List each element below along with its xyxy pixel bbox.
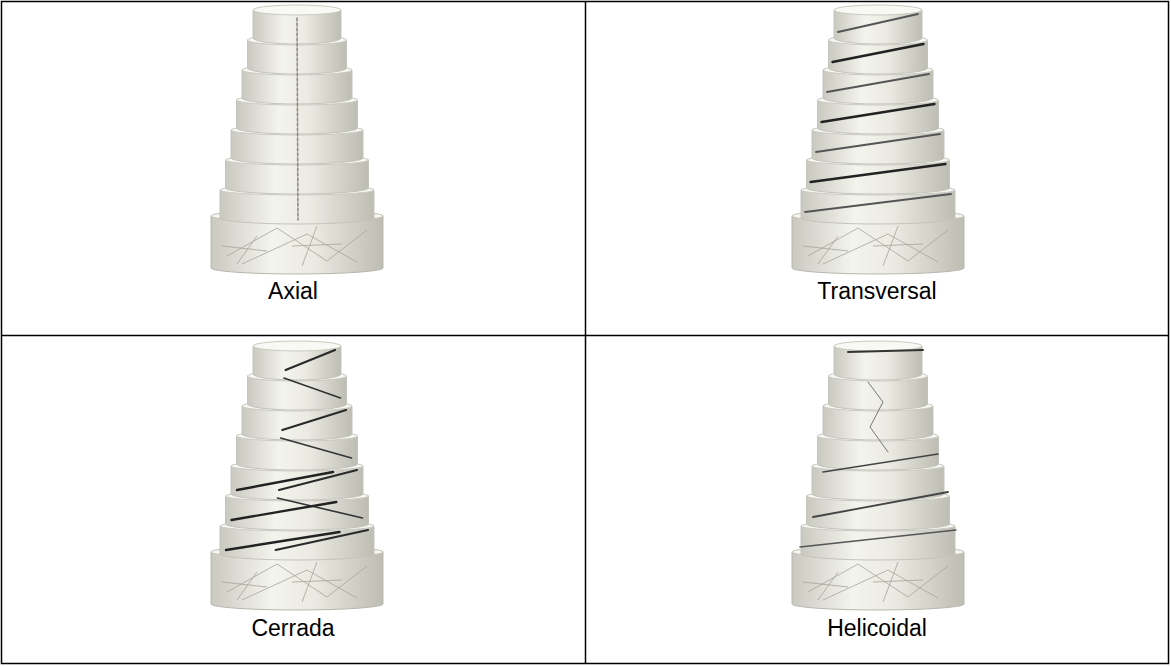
implant-tower [792, 341, 964, 610]
implant-tower [211, 341, 383, 610]
implant-tower [792, 5, 964, 274]
cell-caption: Cerrada [251, 615, 334, 642]
cell-caption: Transversal [817, 278, 936, 305]
cell-caption: Axial [268, 278, 318, 305]
implant-tower [211, 5, 383, 274]
cell-caption: Helicoidal [827, 615, 927, 642]
